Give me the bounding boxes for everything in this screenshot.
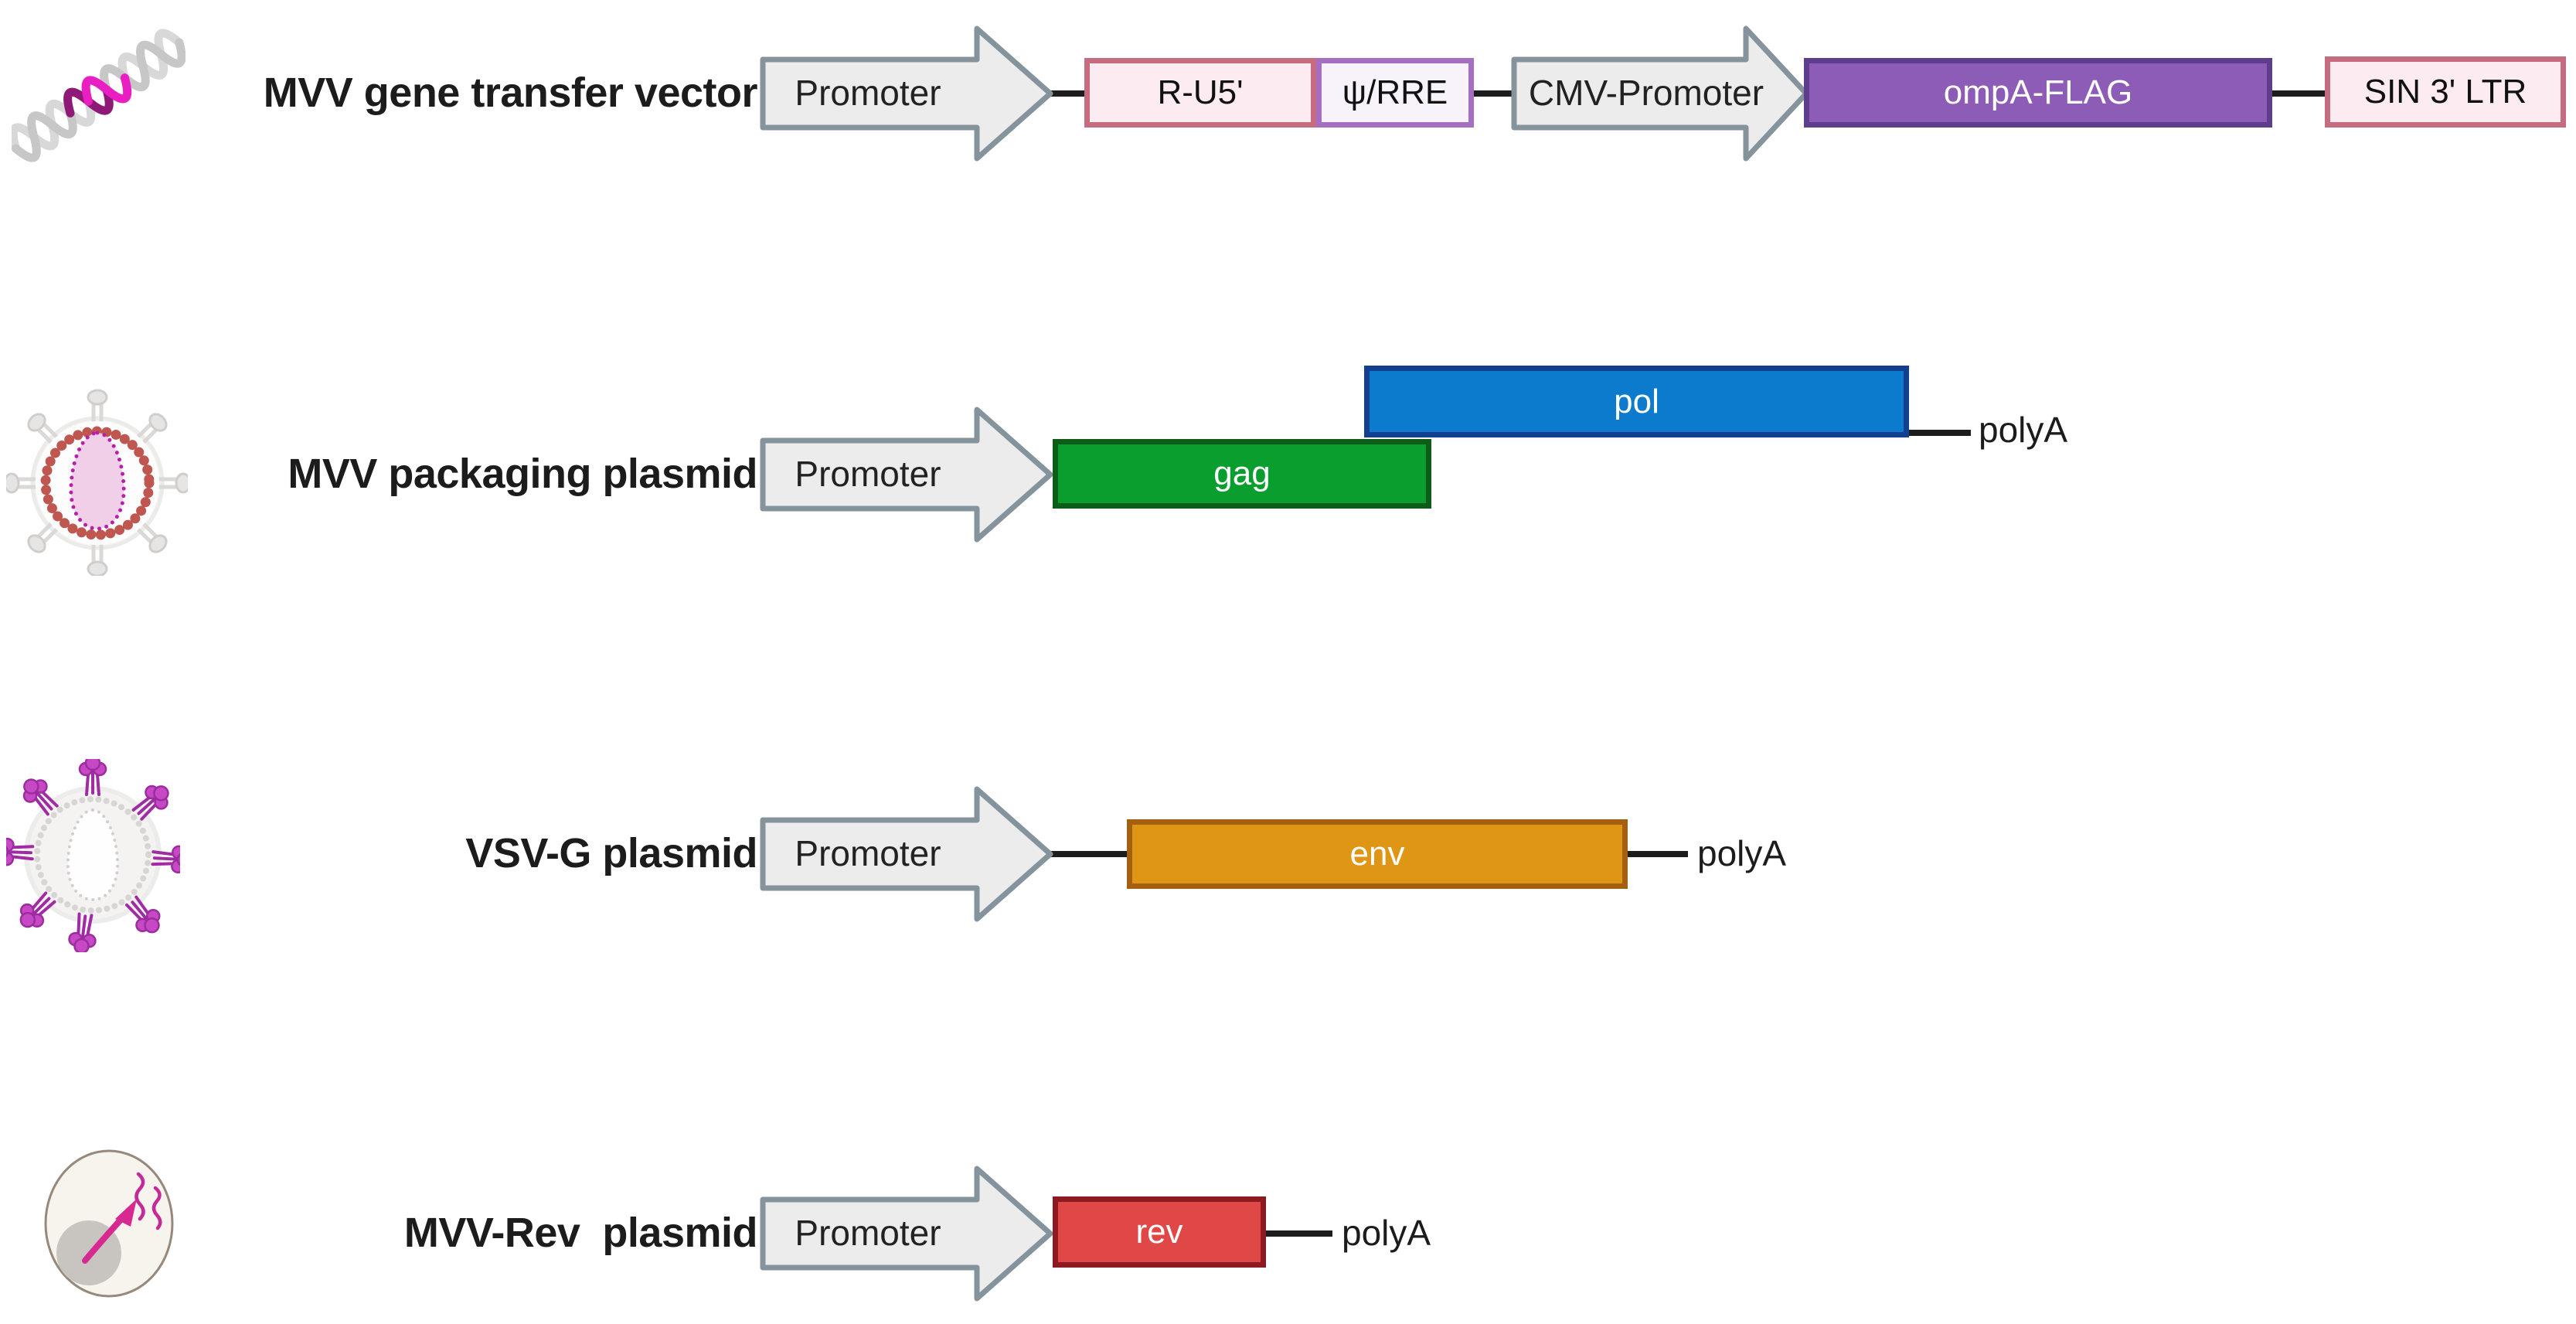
gene-box-ompa-flag: ompA-FLAG [1804, 58, 2272, 128]
virus-particle-icon [6, 386, 188, 576]
gene-box-label: SIN 3' LTR [2363, 73, 2527, 111]
gene-box-label: R-U5' [1157, 73, 1244, 111]
connector [1266, 1230, 1332, 1237]
gene-box-r-u5: R-U5' [1084, 58, 1316, 128]
gene-box-pol: pol [1364, 366, 1909, 437]
row-label-rev-plasmid: MVV-Rev plasmid [403, 1209, 758, 1256]
row-label-packaging-plasmid: MVV packaging plasmid [288, 450, 757, 497]
gene-box-label: rev [1135, 1213, 1183, 1251]
cmv-promoter-label: CMV-Promoter [1528, 72, 1764, 113]
connector [1050, 851, 1127, 857]
connector [1628, 851, 1688, 857]
row-label-gene-transfer-vector: MVV gene transfer vector [263, 69, 758, 116]
gene-box-label: ompA-FLAG [1943, 73, 2133, 111]
promoter-arrow [760, 1166, 1053, 1302]
gene-box-label: gag [1213, 454, 1271, 492]
promoter-arrow [760, 786, 1053, 922]
gene-box-label: ψ/RRE [1342, 73, 1448, 111]
promoter-label: Promoter [795, 832, 941, 873]
polya-label: polyA [1697, 832, 1787, 873]
gene-box-psi-rre: ψ/RRE [1316, 58, 1474, 128]
gene-box-sin3-ltr: SIN 3' LTR [2325, 56, 2566, 128]
polya-label: polyA [1342, 1212, 1431, 1253]
connector [1906, 430, 1971, 436]
gene-box-label: pol [1614, 382, 1659, 420]
promoter-label: Promoter [795, 72, 941, 113]
connector [2272, 90, 2325, 97]
gene-box-rev: rev [1053, 1196, 1266, 1268]
row-label-vsvg-plasmid: VSV-G plasmid [465, 829, 757, 876]
connector [1050, 90, 1087, 97]
gene-box-label: env [1349, 835, 1405, 873]
promoter-arrow [760, 26, 1053, 162]
connector [1474, 90, 1513, 97]
promoter-label: Promoter [795, 1212, 941, 1253]
vsv-g-virion-icon [6, 759, 180, 952]
gene-box-gag: gag [1053, 439, 1431, 509]
polya-label: polyA [1979, 409, 2068, 450]
promoter-arrow [760, 407, 1053, 543]
dna-helix-icon [12, 29, 185, 162]
cmv-promoter-arrow [1511, 26, 1809, 162]
promoter-label: Promoter [795, 453, 941, 494]
gene-box-env: env [1127, 819, 1628, 889]
cell-icon [44, 1149, 174, 1298]
